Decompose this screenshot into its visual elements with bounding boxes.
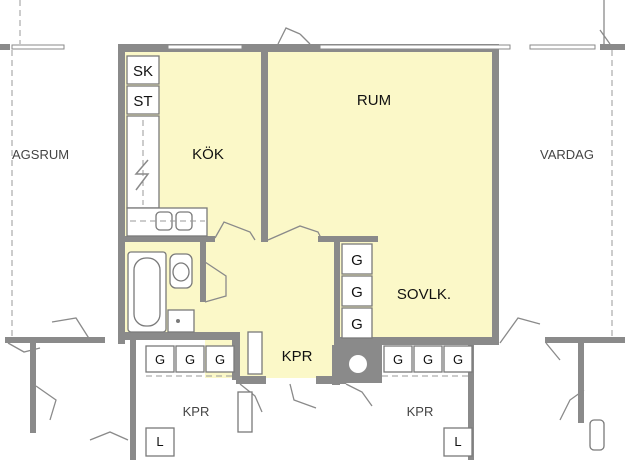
left-kpr-left-wall <box>130 340 136 460</box>
right-g-label-1: G <box>393 352 403 367</box>
g-label-2: G <box>351 284 363 301</box>
left-kpr-wardrobes <box>145 345 253 457</box>
labels: SK ST KÖK RUM SOVLK. KPR G G G G G G KPR… <box>12 63 594 449</box>
left-g-label-1: G <box>155 352 165 367</box>
sk-label: SK <box>133 63 153 80</box>
left-kpr-label: KPR <box>183 404 210 419</box>
wardrobes <box>341 243 373 339</box>
left-l-label: L <box>156 434 163 449</box>
right-g-label-3: G <box>453 352 463 367</box>
left-g-label-2: G <box>185 352 195 367</box>
bathroom-bottom-wall <box>125 332 240 340</box>
windows <box>11 44 596 50</box>
hall-bottom-left <box>236 376 266 384</box>
rum-label: RUM <box>357 92 391 109</box>
right-g-label-2: G <box>423 352 433 367</box>
right-kpr-wardrobes <box>382 345 605 457</box>
neighbor-left-bottom-wall <box>5 337 105 343</box>
right-wall <box>492 44 499 344</box>
wardrobe-left-wall <box>334 242 340 342</box>
neighbor-left-label: AGSRUM <box>12 147 69 162</box>
kitchen-cabinets <box>126 55 208 237</box>
left-g-label-3: G <box>215 352 225 367</box>
bathroom-right-wall <box>200 242 206 302</box>
neighbor-left-inner-wall <box>30 343 36 433</box>
sovlk-bottom-wall <box>334 337 499 345</box>
st-label: ST <box>133 93 152 110</box>
top-wall <box>118 44 498 52</box>
interior-doors <box>204 221 373 413</box>
neighbor-doors <box>7 317 585 441</box>
neighbor-right-top-wall <box>600 44 625 50</box>
bathroom-fixtures <box>127 251 195 333</box>
sovlk-label: SOVLK. <box>397 286 451 303</box>
rum-floor <box>268 52 492 240</box>
hall-bottom-right <box>316 376 346 384</box>
right-kpr-right-wall <box>468 345 474 460</box>
right-l-label: L <box>454 434 461 449</box>
neighbor-right-label: VARDAG <box>540 147 594 162</box>
neighbor-right-bottom-wall <box>545 337 625 343</box>
hall-right-wall <box>332 345 340 385</box>
hall-shelf <box>247 331 263 375</box>
kitchen-rum-wall <box>261 52 268 242</box>
balcony-door <box>19 0 611 45</box>
kok-label: KÖK <box>192 145 224 163</box>
kitchen-bottom-wall <box>125 236 215 242</box>
left-wall <box>118 44 125 344</box>
neighbor-left-top-wall <box>0 44 10 50</box>
kpr-main-label: KPR <box>282 348 313 365</box>
dashed-outlines <box>11 50 613 337</box>
g-label-1: G <box>351 252 363 269</box>
hall-top-wall-right <box>318 236 378 242</box>
shaft-duct <box>349 355 367 373</box>
hall-left-wall <box>232 340 240 380</box>
walls <box>0 44 625 460</box>
neighbor-right-inner-wall <box>578 343 584 423</box>
right-kpr-label: KPR <box>407 404 434 419</box>
g-label-3: G <box>351 316 363 333</box>
